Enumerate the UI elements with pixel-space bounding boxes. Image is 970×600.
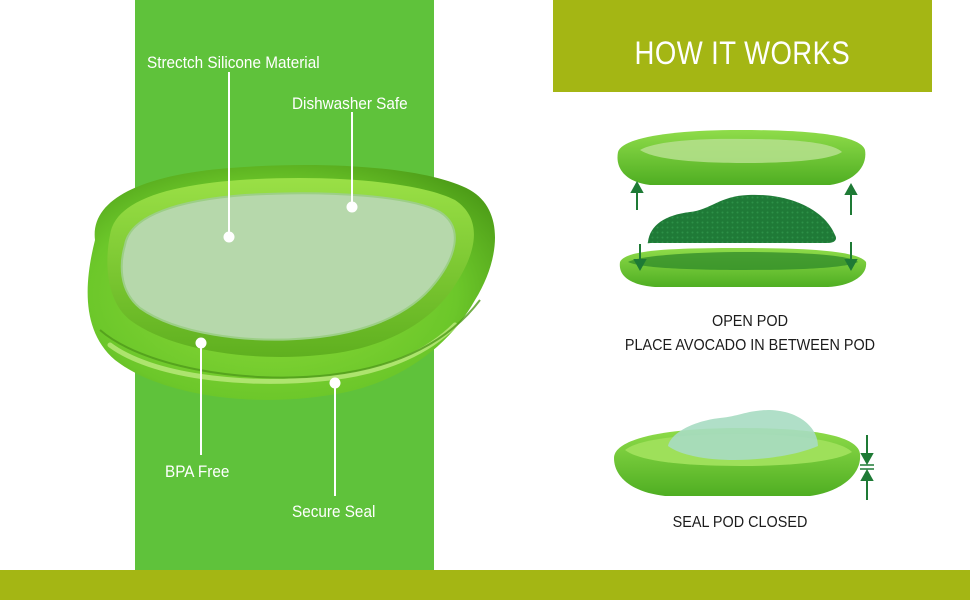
pod-silicone-membrane [120,192,456,341]
callout-dot-seal [329,377,341,389]
bottom-accent-bar [0,570,970,600]
how-it-works-title: HOW IT WORKS [634,34,851,71]
step-seal-pod: SEAL POD CLOSED [672,514,808,531]
label-dishwasher-safe: Dishwasher Safe [292,94,408,113]
callout-dot-material [223,231,235,243]
step-open-pod: OPEN POD [711,313,789,330]
step-place-avocado: PLACE AVOCADO IN BETWEEN POD [624,337,876,354]
pod-highlight [107,322,458,384]
open-pod-diagram [617,130,867,287]
sealed-pod-diagram [614,410,874,500]
how-it-works-header: HOW IT WORKS [553,0,932,92]
avocado-inside-window [668,410,818,460]
pod-seam [99,299,481,379]
callout-dot-dishwasher [346,201,358,213]
bottom-base-interior [628,252,858,270]
callout-dot-bpa [195,337,207,349]
large-avocado-pod [87,164,495,400]
direction-arrows [630,180,858,272]
top-lid-window [640,138,842,163]
label-stretch-silicone: Strectch Silicone Material [147,53,320,72]
label-bpa-free: BPA Free [165,462,230,481]
avocado-half [647,194,837,244]
callout-lines [195,72,358,496]
seal-arrows [860,435,874,500]
label-secure-seal: Secure Seal [292,502,376,521]
